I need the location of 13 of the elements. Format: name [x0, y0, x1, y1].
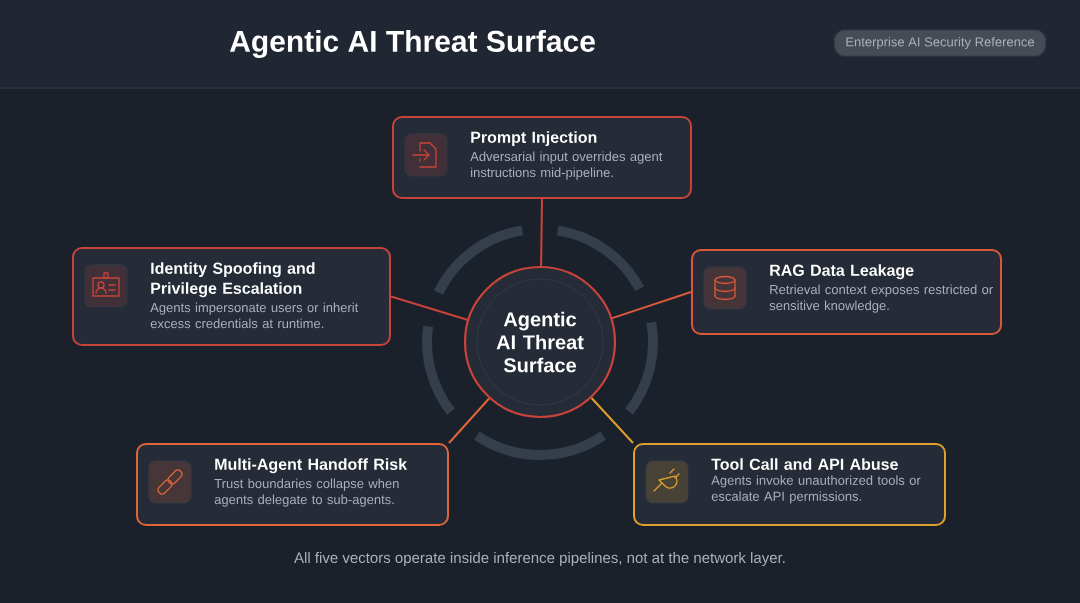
threat-card: RAG Data Leakage Retrieval context exposes restricted or sensitive knowledge.	[691, 249, 1002, 335]
connector-line	[540, 198, 543, 267]
threat-card: Multi-Agent Handoff Risk Trust boundaries collapse when agents delegate to sub-agents.	[136, 443, 449, 526]
caption: All five vectors operate inside inference pipelines, not at the network layer.	[294, 552, 785, 566]
connector-line	[390, 295, 469, 321]
threat-card: Identity Spoofing and Privilege Escalation Agents impersonate users or inherit excess credentials at runtime.	[72, 247, 391, 346]
connector-line	[611, 291, 692, 320]
threat-card: Prompt Injection Adversarial input overrides agent instructions mid-pipeline.	[392, 116, 692, 199]
connector-line	[590, 397, 634, 444]
threat-card: Tool Call and API Abuse Agents invoke unauthorized tools or escalate API permissions.	[633, 443, 946, 526]
badge: Enterprise AI Security Reference	[833, 29, 1047, 57]
title: Agentic AI Threat Surface	[229, 29, 595, 59]
connector-line	[448, 397, 491, 444]
